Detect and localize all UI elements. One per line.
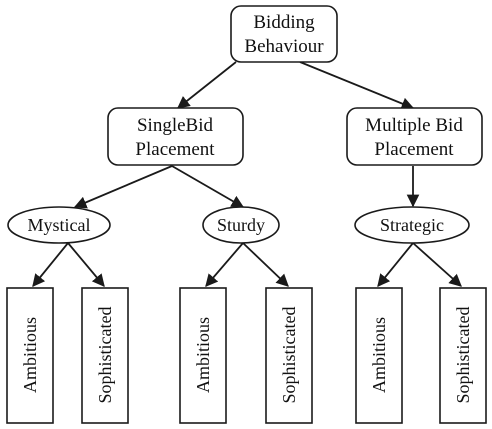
leaf-sturdy-ambitious: Ambitious	[179, 287, 227, 424]
oval-mystical-label: Mystical	[28, 215, 91, 235]
leaf-mystical-sophisticated: Sophisticated	[81, 287, 129, 424]
oval-sturdy: Sturdy	[202, 206, 280, 244]
node-multiple-line2: Placement	[374, 139, 454, 160]
edge-mystical-ambitious	[32, 242, 69, 287]
edge-sturdy-ambitious	[205, 242, 244, 287]
edge-single-sturdy	[171, 165, 245, 208]
edge-mystical-sophisticated	[67, 242, 105, 287]
leaf-strategic-sophisticated-label: Sophisticated	[453, 307, 473, 404]
edge-strategic-ambitious	[377, 242, 414, 287]
leaf-strategic-ambitious-label: Ambitious	[369, 317, 389, 393]
oval-mystical: Mystical	[7, 206, 111, 244]
leaf-mystical-ambitious: Ambitious	[6, 287, 54, 424]
edges	[32, 61, 462, 287]
leaf-mystical-ambitious-label: Ambitious	[20, 317, 40, 393]
node-single-line2: Placement	[135, 139, 215, 160]
node-bidding-behaviour-line2: Behaviour	[244, 36, 324, 57]
leaf-sturdy-sophisticated-label: Sophisticated	[279, 307, 299, 404]
leaf-strategic-ambitious: Ambitious	[355, 287, 403, 424]
leaf-mystical-sophisticated-label: Sophisticated	[95, 307, 115, 404]
edge-root-multiple	[299, 61, 415, 110]
leaf-sturdy-ambitious-label: Ambitious	[193, 317, 213, 393]
node-single-bid-placement: SingleBid Placement	[107, 107, 244, 166]
oval-strategic: Strategic	[354, 206, 470, 244]
node-bidding-behaviour: Bidding Behaviour	[230, 5, 338, 63]
node-single-line1: SingleBid	[137, 115, 214, 136]
node-bidding-behaviour-line1: Bidding	[253, 12, 315, 33]
oval-sturdy-label: Sturdy	[217, 215, 265, 235]
oval-strategic-label: Strategic	[380, 215, 444, 235]
leaf-sturdy-sophisticated: Sophisticated	[265, 287, 313, 424]
edge-single-mystical	[73, 165, 173, 209]
edge-sturdy-sophisticated	[242, 242, 289, 287]
node-multiple-line1: Multiple Bid	[365, 115, 463, 136]
edge-strategic-sophisticated	[412, 242, 462, 287]
leaf-strategic-sophisticated: Sophisticated	[439, 287, 487, 424]
node-multiple-bid-placement: Multiple Bid Placement	[346, 107, 483, 166]
edge-root-single	[177, 61, 237, 109]
